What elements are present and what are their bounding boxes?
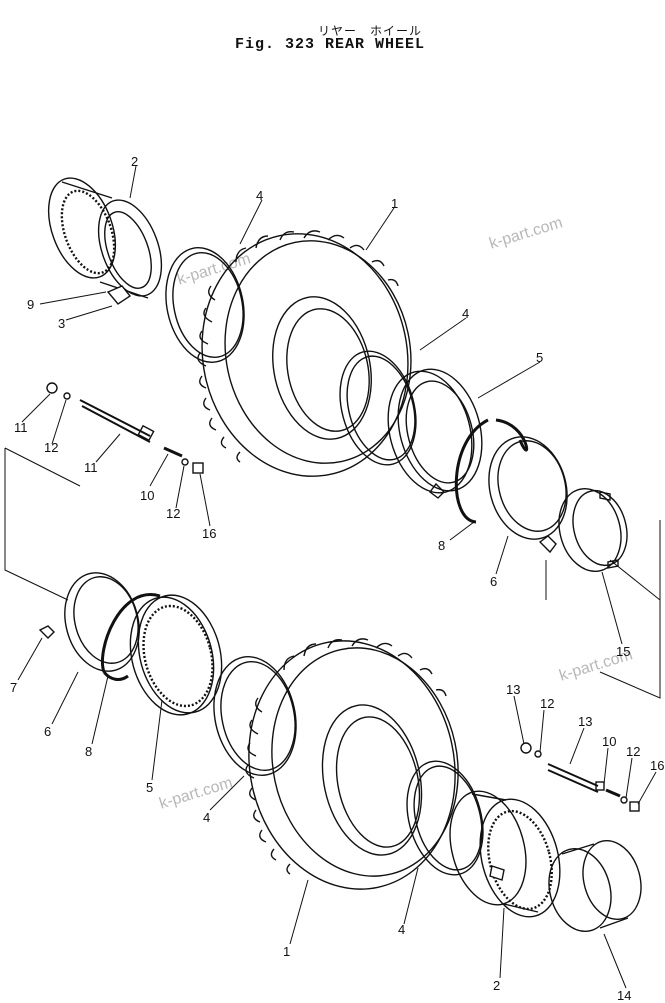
callout-4: 4 [398,922,405,937]
callout-12: 12 [44,440,58,455]
rim-band-lower [548,839,642,933]
callout-15: 15 [616,644,630,659]
callout-10: 10 [602,734,616,749]
o-ring-lower-right [406,760,484,876]
rim-upper [47,177,163,305]
figure-title: Fig. 323 REAR WHEEL [235,36,426,53]
bracket-left [4,447,81,601]
callout-13: 13 [578,714,592,729]
bead-seat-band-lower [64,572,140,672]
callout-14: 14 [617,988,631,1003]
side-flange-upper [387,368,483,499]
callout-9: 9 [27,297,34,312]
callout-12: 12 [540,696,554,711]
callout-16: 16 [650,758,664,773]
callout-4: 4 [462,306,469,321]
callout-5: 5 [146,780,153,795]
callout-1: 1 [283,944,290,959]
o-ring-upper-right [339,350,417,466]
callout-1: 1 [391,196,398,211]
callout-16: 16 [202,526,216,541]
leader-lines [17,165,657,989]
callout-12: 12 [166,506,180,521]
callout-6: 6 [490,574,497,589]
callout-2: 2 [493,978,500,993]
tire-lower [245,638,459,890]
figure-title-japanese: リヤー ホイール [318,24,423,38]
callout-4: 4 [203,810,210,825]
rim-band-upper [558,487,628,573]
callout-2: 2 [131,154,138,169]
lock-ring-upper [454,418,529,524]
clip-lower [38,625,55,639]
callout-4: 4 [256,188,263,203]
o-ring-upper-left [165,247,245,363]
lock-ring-lower [101,593,161,681]
clip-upper [538,535,557,554]
bead-seat-band-upper [488,436,568,540]
callout-3: 3 [58,316,65,331]
callout-8: 8 [85,744,92,759]
tire-upper [197,230,412,477]
side-flange-lower [129,594,223,716]
callout-11: 11 [84,460,98,475]
callout-8: 8 [438,538,445,553]
callout-6: 6 [44,724,51,739]
rim-lower [449,790,561,918]
callout-13: 13 [506,682,520,697]
valve-assembly-upper [46,382,204,474]
bracket-right [599,520,661,699]
o-ring-lower-left [213,656,297,776]
callout-10: 10 [140,488,154,503]
callout-11: 11 [14,420,28,435]
callout-12: 12 [626,744,640,759]
callout-5: 5 [536,350,543,365]
valve-assembly-lower [520,742,640,812]
callout-7: 7 [10,680,17,695]
